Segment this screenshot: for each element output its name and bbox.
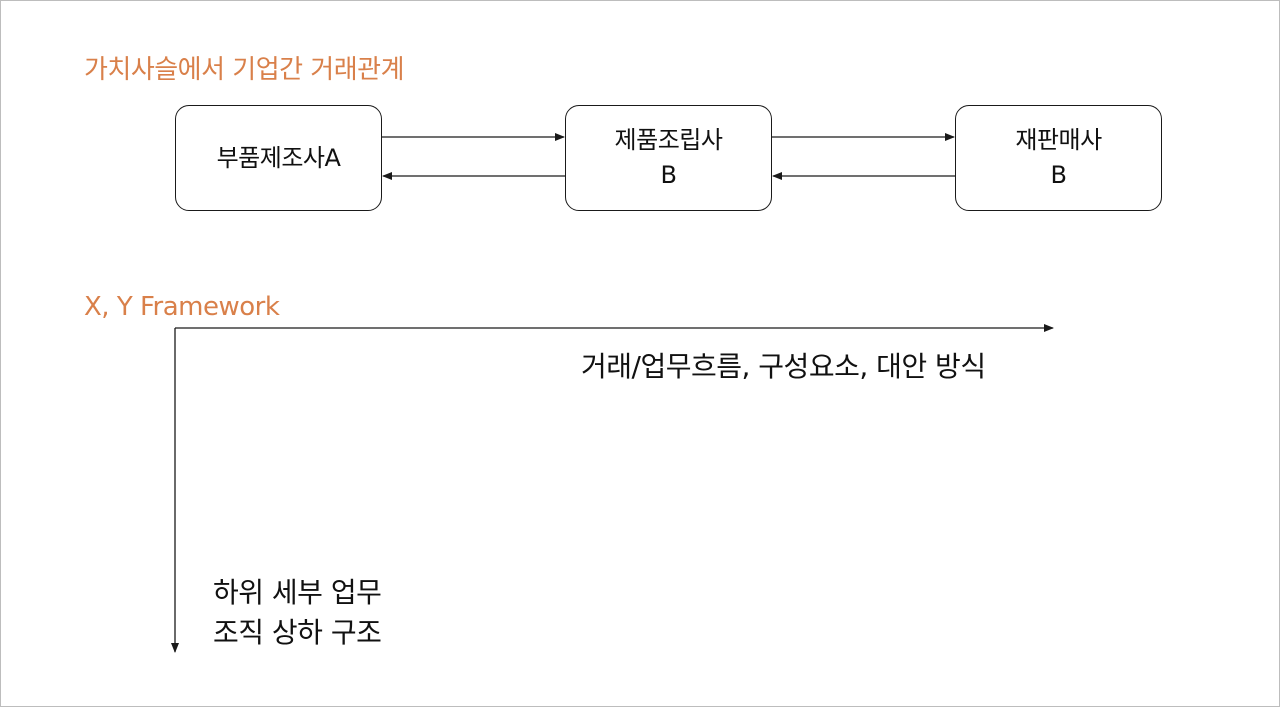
node-label: 부품제조사A — [216, 143, 341, 172]
node-reseller: 재판매사 B — [955, 105, 1162, 211]
framework-heading: X, Y Framework — [84, 292, 280, 322]
x-axis-label: 거래/업무흐름, 구성요소, 대안 방식 — [581, 350, 986, 383]
y-axis-label-subtasks: 하위 세부 업무 — [213, 576, 382, 609]
y-axis-label-hierarchy: 조직 상하 구조 — [213, 616, 382, 649]
node-parts-manufacturer: 부품제조사A — [175, 105, 382, 211]
node-product-assembler: 제품조립사 B — [565, 105, 772, 211]
value-chain-heading: 가치사슬에서 기업간 거래관계 — [84, 55, 405, 85]
node-label: 재판매사 B — [1015, 126, 1102, 189]
node-label: 제품조립사 B — [614, 126, 723, 189]
